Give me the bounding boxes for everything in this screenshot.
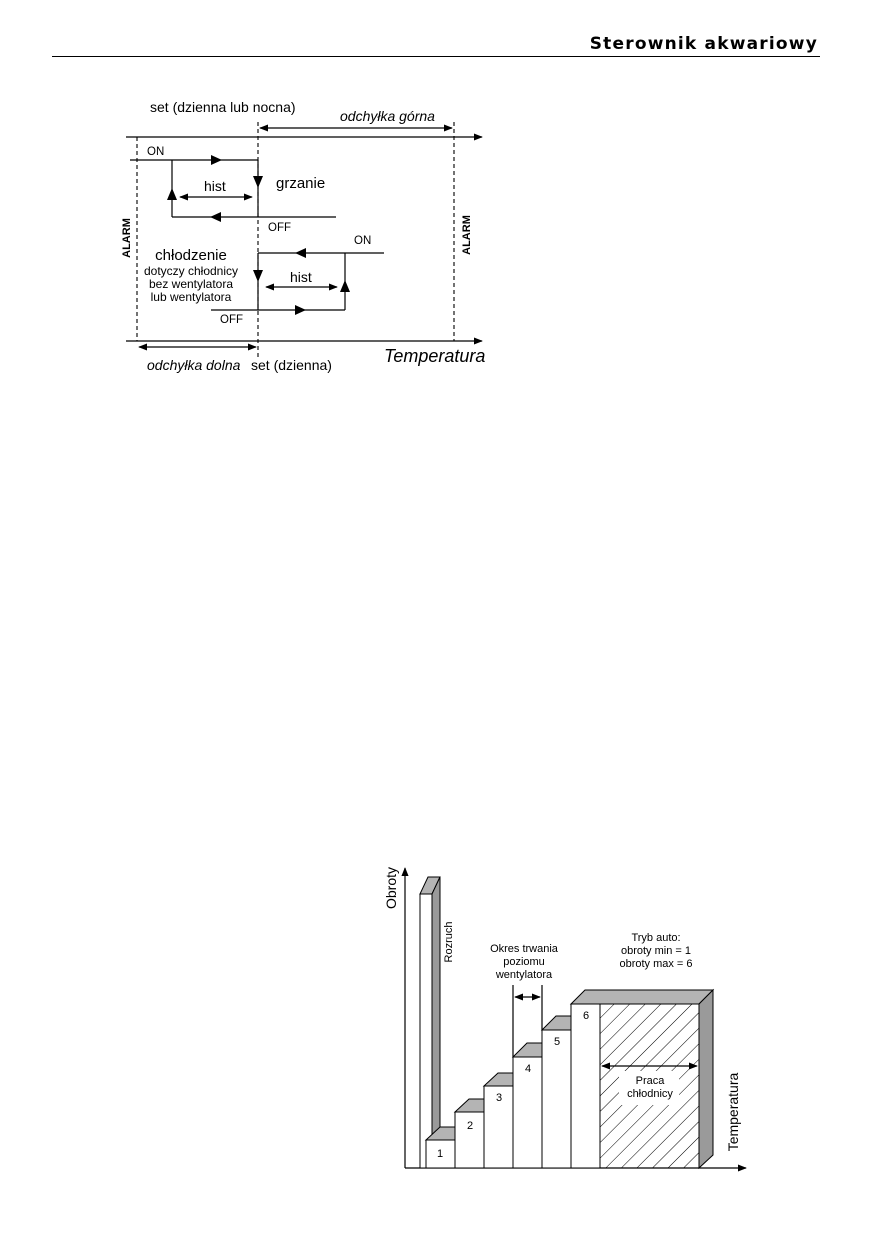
cooler-label-1: Praca: [636, 1075, 666, 1087]
startup-label: Rozruch: [443, 922, 455, 963]
fan-x-axis-label: Temperatura: [725, 1072, 741, 1151]
step-4-front: [512, 1056, 543, 1169]
heat-up-arrow: [167, 188, 177, 200]
cool-off-label: OFF: [220, 314, 243, 326]
step-1-front: [425, 1139, 456, 1169]
auto-mode-label-3: obroty max = 6: [619, 958, 692, 970]
step-4-label: 4: [525, 1063, 531, 1075]
cool-off-arrow: [295, 305, 306, 315]
step-6-side: [698, 988, 714, 1170]
step-5-label: 5: [554, 1036, 560, 1048]
heat-hist-label: hist: [204, 178, 226, 194]
cool-on-label: ON: [354, 235, 371, 247]
startup-bar-side: [431, 876, 441, 1142]
step-6-front: [570, 1003, 601, 1169]
set-top-label: set (dzienna lub nocna): [150, 99, 296, 115]
hysteresis-diagram: set (dzienna lub nocna) odchyłka górna O…: [121, 99, 485, 373]
cooler-label-2: chłodnicy: [627, 1088, 673, 1100]
cool-down-arrow: [253, 270, 263, 282]
heat-off-label: OFF: [268, 222, 291, 234]
page-header-title: Sterownik akwariowy: [589, 34, 818, 54]
header-rule: [52, 56, 820, 57]
alarm-right-label: ALARM: [461, 215, 473, 255]
cool-note-1: dotyczy chłodnicy: [144, 264, 238, 278]
heat-on-label: ON: [147, 146, 164, 158]
cooler-label-box: [619, 1071, 679, 1105]
cool-on-arrow: [295, 248, 306, 258]
step-2-label: 2: [467, 1120, 473, 1132]
duration-label-2: poziomu: [503, 956, 545, 968]
cool-hist-label: hist: [290, 269, 312, 285]
upper-deviation-label: odchyłka górna: [340, 108, 435, 124]
startup-bar-front: [419, 893, 433, 1169]
alarm-left-label: ALARM: [121, 218, 133, 258]
step-3-label: 3: [496, 1092, 502, 1104]
step-2-front: [454, 1111, 485, 1169]
duration-label-3: wentylatora: [495, 969, 553, 981]
set-bottom-label: set (dzienna): [251, 357, 332, 373]
heat-off-arrow: [210, 212, 221, 222]
fan-y-axis-label: Obroty: [383, 867, 399, 909]
lower-deviation-label: odchyłka dolna: [147, 357, 241, 373]
cooling-label: chłodzenie: [155, 247, 227, 264]
cool-note-2: bez wentylatora: [149, 277, 233, 291]
heat-down-arrow: [253, 176, 263, 188]
auto-mode-label-2: obroty min = 1: [621, 945, 691, 957]
heat-on-arrow: [211, 155, 222, 165]
cool-note-3: lub wentylatora: [151, 290, 232, 304]
temperature-label: Temperatura: [384, 346, 485, 366]
step-1-label: 1: [437, 1148, 443, 1160]
step-6-label: 6: [583, 1010, 589, 1022]
duration-label-1: Okres trwania: [490, 943, 559, 955]
step-3-front: [483, 1085, 514, 1169]
auto-mode-label-1: Tryb auto:: [631, 932, 680, 944]
heating-label: grzanie: [276, 175, 325, 192]
step-5-front: [541, 1029, 572, 1169]
cool-up-arrow: [340, 280, 350, 292]
step-6-top: [569, 989, 715, 1005]
